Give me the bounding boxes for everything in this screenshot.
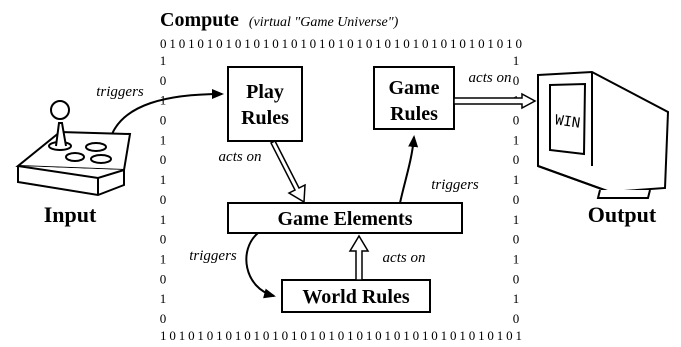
input-label: Input — [44, 202, 97, 227]
monitor-icon — [537, 70, 670, 199]
world-rules-node: World Rules — [281, 279, 431, 313]
title-text: Compute — [160, 9, 239, 31]
binary-digit: 1 — [513, 212, 520, 227]
screen-text: WIN — [554, 112, 581, 131]
game-to-output-label: acts on — [469, 70, 512, 86]
game-elements-node: Game Elements — [227, 202, 463, 234]
joystick-icon — [15, 100, 132, 197]
play-rules-line2: Rules — [241, 107, 289, 129]
binary-digit: 0 — [160, 73, 167, 88]
world-to-elements-label: acts on — [383, 250, 426, 266]
binary-digit: 0 — [513, 271, 520, 286]
binary-digit: 1 — [513, 172, 520, 187]
play-to-elements-label: acts on — [219, 149, 262, 165]
binary-digit: 1 — [513, 251, 520, 266]
game-elements-label: Game Elements — [278, 208, 413, 230]
output-label: Output — [588, 202, 657, 227]
binary-digit: 0 — [160, 152, 167, 167]
binary-digit: 0 — [513, 192, 520, 207]
binary-digit: 1 — [160, 251, 167, 266]
binary-digit: 0 — [513, 311, 520, 326]
game-rules-line1: Game — [388, 77, 439, 99]
world-to-elements-arrow — [348, 234, 370, 281]
binary-digit: 1 — [160, 212, 167, 227]
binary-border-top: 0 1 0 1 0 1 0 1 0 1 0 1 0 1 0 1 0 1 0 1 … — [160, 36, 522, 51]
binary-digit: 1 — [160, 53, 167, 68]
binary-border-bottom: 1 0 1 0 1 0 1 0 1 0 1 0 1 0 1 0 1 0 1 0 … — [160, 328, 522, 343]
game-rules-node: Game Rules — [373, 66, 455, 130]
elements-to-game-arrow — [399, 135, 419, 204]
binary-digit: 0 — [160, 192, 167, 207]
binary-digit: 0 — [160, 311, 167, 326]
play-to-elements-arrow — [269, 139, 306, 204]
binary-digit: 1 — [160, 132, 167, 147]
elements-to-game-label: triggers — [431, 177, 479, 193]
game-rules-line2: Rules — [390, 103, 438, 125]
binary-digit: 1 — [513, 291, 520, 306]
binary-digit: 0 — [160, 232, 167, 247]
binary-digit: 0 — [160, 113, 167, 128]
binary-digit: 1 — [160, 291, 167, 306]
binary-digit: 0 — [513, 152, 520, 167]
diagram-title: Compute (virtual "Game Universe") — [160, 9, 399, 31]
world-rules-label: World Rules — [302, 286, 409, 308]
binary-digit: 0 — [513, 113, 520, 128]
subtitle-text: (virtual "Game Universe") — [249, 15, 399, 30]
binary-digit: 1 — [513, 53, 520, 68]
play-rules-line1: Play — [246, 81, 284, 103]
play-rules-node: Play Rules — [227, 66, 303, 142]
binary-digit: 1 — [513, 132, 520, 147]
input-to-play-arrow — [111, 89, 224, 135]
input-to-play-label: triggers — [96, 84, 144, 100]
elements-to-world-arrow — [245, 232, 276, 299]
game-to-output-arrow — [453, 92, 537, 110]
elements-to-world-label: triggers — [189, 248, 237, 264]
binary-digit: 0 — [160, 271, 167, 286]
binary-digit: 0 — [513, 232, 520, 247]
binary-digit: 0 — [513, 73, 520, 88]
binary-digit: 1 — [160, 172, 167, 187]
